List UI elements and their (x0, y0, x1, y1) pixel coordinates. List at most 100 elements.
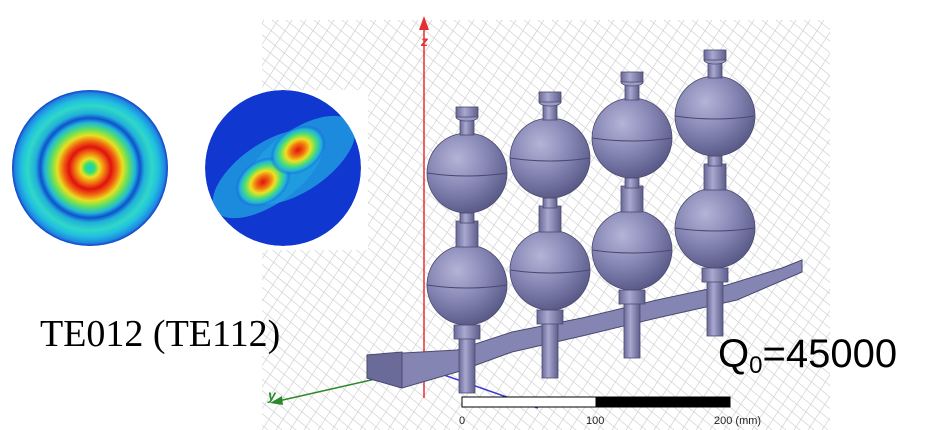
grid-line (262, 19, 349, 153)
grid-line (262, 34, 745, 430)
grid-line (779, 352, 830, 430)
coupler (703, 163, 727, 191)
grid-line (341, 19, 830, 421)
scale-bar-white-segment (461, 396, 597, 408)
grid-line (719, 19, 830, 111)
grid-line (523, 19, 830, 272)
post-collar (701, 267, 729, 283)
grid-line (262, 137, 619, 430)
tuning-knob (455, 106, 479, 118)
grid-line (733, 19, 830, 100)
sphere-seam (509, 157, 591, 162)
grid-line (262, 355, 353, 430)
grid-line (262, 22, 759, 430)
sphere-seam (591, 137, 673, 142)
lower-sphere (591, 209, 673, 291)
viewport-canvas[interactable]: z y (262, 0, 830, 430)
post-collar (536, 309, 564, 325)
mode-label: TE012 (TE112) (40, 313, 281, 355)
upper-sphere (674, 75, 756, 157)
grid-line (723, 267, 830, 430)
support-post (541, 319, 559, 379)
scale-tick-100: 100 (586, 415, 604, 427)
grid-line (262, 80, 689, 430)
coupler-neck (459, 212, 475, 224)
support-post (706, 277, 724, 337)
grid-line (677, 19, 830, 146)
sphere-seam (509, 269, 591, 274)
sphere-seam (674, 115, 756, 120)
tuning-knob (620, 71, 644, 83)
grid-line (262, 45, 731, 430)
cavity-filter-model[interactable] (366, 49, 803, 394)
z-axis-arrow-icon (419, 16, 429, 30)
grid-line (271, 19, 773, 430)
lower-sphere (674, 187, 756, 269)
te012-field-pattern (5, 90, 175, 250)
grid-line (262, 309, 409, 430)
te112-lobe-right (270, 125, 326, 175)
grid-line (262, 19, 377, 196)
coupler-neck (624, 177, 640, 189)
grid-line (262, 298, 423, 430)
y-axis-label: y (267, 387, 277, 403)
te112-field-pattern (198, 90, 368, 250)
grid-line (509, 19, 830, 283)
grid-line (691, 19, 830, 134)
sphere-seam (426, 172, 508, 177)
grid-line (262, 19, 335, 131)
coupler-neck (707, 155, 723, 167)
grid-line (262, 344, 367, 430)
grid-line (262, 114, 647, 430)
grid-line (262, 19, 321, 110)
lower-sphere (426, 244, 508, 326)
grid-line (705, 19, 830, 123)
grid-line (537, 19, 830, 260)
coupler (620, 185, 644, 213)
post-collar (618, 289, 646, 305)
coupler (538, 205, 562, 233)
grid-line (663, 19, 830, 157)
grid-line (751, 310, 830, 430)
scale-tick-0: 0 (459, 415, 465, 427)
upper-sphere (509, 117, 591, 199)
scale-tick-200: 200 (mm) (714, 415, 761, 427)
coupler (455, 220, 479, 248)
z-axis-label: z (420, 33, 428, 49)
tuning-knob (703, 49, 727, 61)
grid-line (579, 19, 830, 226)
grid-line (737, 288, 830, 430)
grid-line (593, 19, 830, 214)
support-post (623, 299, 641, 359)
3d-viewport[interactable]: z y (262, 0, 830, 430)
tuning-knob (538, 91, 562, 103)
sphere-seam (591, 249, 673, 254)
sphere-seam (674, 227, 756, 232)
grid-line (262, 103, 661, 430)
grid-line (695, 224, 830, 430)
grid-line (285, 19, 787, 430)
scale-bar-black-segment (595, 396, 731, 408)
scale-bar: 0 100 200 (mm) (459, 396, 761, 427)
grid-line (262, 286, 437, 430)
grid-line (565, 19, 830, 237)
te012-disc (12, 90, 168, 246)
y-axis-arrow-icon (270, 396, 283, 405)
coupler-neck (542, 197, 558, 209)
grid-line (709, 245, 830, 430)
grid-line (313, 19, 815, 430)
post-collar (453, 324, 481, 340)
upper-sphere (426, 132, 508, 214)
lower-sphere (509, 229, 591, 311)
base-plate-end (366, 351, 403, 389)
grid-line (327, 19, 829, 430)
support-post (458, 334, 476, 394)
grid-line (262, 332, 381, 430)
upper-sphere (591, 97, 673, 179)
grid-line (765, 331, 830, 430)
grid-line (262, 321, 395, 430)
grid-line (262, 68, 703, 430)
sphere-seam (426, 284, 508, 289)
quality-factor-label: Q0=45000 (718, 332, 898, 379)
grid-line (262, 19, 391, 217)
